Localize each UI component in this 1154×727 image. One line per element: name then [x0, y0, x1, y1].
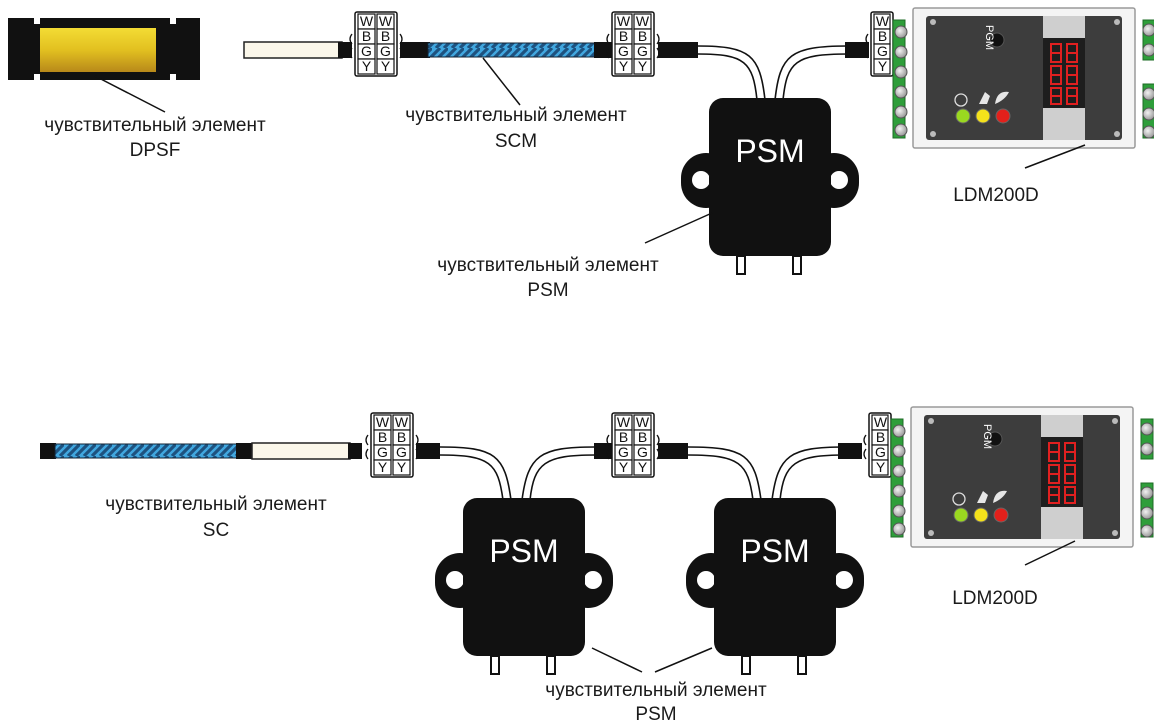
terminal-letter: W [617, 414, 631, 430]
terminal-letter: B [638, 429, 647, 445]
terminal-letter: Y [638, 58, 648, 74]
connector-plug [594, 42, 612, 58]
terminal-letter: W [876, 13, 890, 29]
connector-plug [400, 42, 430, 58]
connector-plug [40, 443, 56, 459]
psm-module-bottom-2: PSM [685, 497, 865, 675]
dpsf-label-line1: чувствительный элемент [44, 115, 266, 136]
terminal-letter: W [636, 414, 650, 430]
terminal-letter: W [617, 13, 631, 29]
terminal-letter: B [619, 429, 628, 445]
psm-label-line1: чувствительный элемент [437, 255, 659, 276]
dpsf-lead [243, 41, 343, 59]
connector-plug [658, 42, 698, 58]
pgm-label: PGM [981, 424, 993, 449]
scm-label-line2: SCM [495, 131, 537, 152]
terminal-letter: Y [619, 58, 629, 74]
ldm200d-label: LDM200D [953, 185, 1039, 206]
psm-module-label: PSM [740, 533, 809, 569]
connector-plug [338, 42, 352, 58]
terminal-letter: Y [619, 459, 629, 475]
terminal-letter: W [395, 414, 409, 430]
terminal-letter: B [378, 429, 387, 445]
connector-plug [416, 443, 440, 459]
connector-plug [236, 443, 252, 459]
terminal-letter: W [636, 13, 650, 29]
terminal-letter: B [878, 28, 887, 44]
connector-plug [658, 443, 688, 459]
terminal-letter: W [379, 13, 393, 29]
terminal-letter: W [376, 414, 390, 430]
terminal-letter: Y [381, 58, 391, 74]
terminal-letter: Y [397, 459, 407, 475]
terminal-letter: G [637, 444, 648, 460]
sc-lead [251, 442, 351, 460]
terminal-letter: Y [378, 459, 388, 475]
scm-cable [427, 42, 597, 58]
terminal-letter: B [619, 28, 628, 44]
pgm-label: PGM [983, 25, 995, 50]
connector-plug [348, 443, 362, 459]
bottom-row: PSM PSM PGM чувствительный элемент SC чу… [40, 406, 1154, 725]
psm-module-bottom-1: PSM [434, 497, 614, 675]
terminal-block-1 [349, 11, 403, 77]
psm-module-label: PSM [489, 533, 558, 569]
psm-module-top: PSM [680, 97, 860, 275]
terminal-letter: Y [362, 58, 372, 74]
sc-label-line1: чувствительный элемент [105, 494, 327, 515]
psm-label-line2: PSM [635, 704, 676, 725]
terminal-letter: G [377, 444, 388, 460]
terminal-letter: G [875, 444, 886, 460]
terminal-letter: G [396, 444, 407, 460]
ldm200d-controller-top: PGM [892, 7, 1154, 149]
ldm200d-label: LDM200D [952, 588, 1038, 609]
psm-label-line1: чувствительный элемент [545, 680, 767, 701]
dpsf-label-line2: DPSF [130, 140, 181, 161]
terminal-letter: W [360, 13, 374, 29]
terminal-block-2 [606, 11, 660, 77]
terminal-letter: W [874, 414, 888, 430]
terminal-letter: G [877, 43, 888, 59]
terminal-letter: Y [878, 58, 888, 74]
top-row: DPSF PSM PGM чувствительный элемент DPSF… [8, 7, 1154, 301]
terminal-block-5 [606, 412, 660, 478]
terminal-letter: B [876, 429, 885, 445]
terminal-block-4 [365, 412, 419, 478]
terminal-letter: G [618, 43, 629, 59]
dpsf-sensor: DPSF [8, 18, 226, 80]
terminal-letter: G [361, 43, 372, 59]
terminal-letter: G [637, 43, 648, 59]
psm-label-line2: PSM [527, 280, 568, 301]
terminal-letter: B [381, 28, 390, 44]
psm-lead-left [697, 45, 766, 101]
terminal-letter: G [380, 43, 391, 59]
ldm200d-controller-bottom: PGM [890, 406, 1154, 548]
sc-label-line2: SC [203, 520, 229, 541]
sc-cable [54, 443, 238, 459]
terminal-letter: B [638, 28, 647, 44]
psm-module-label: PSM [735, 133, 804, 169]
psm-lead-right [774, 45, 849, 101]
connector-plug [594, 443, 612, 459]
terminal-letter: B [397, 429, 406, 445]
dpsf-tag: DPSF [209, 22, 226, 62]
terminal-letter: Y [638, 459, 648, 475]
terminal-letter: G [618, 444, 629, 460]
connector-plug [845, 42, 869, 58]
scm-label-line1: чувствительный элемент [405, 105, 627, 126]
terminal-letter: Y [876, 459, 886, 475]
terminal-letter: B [362, 28, 371, 44]
connector-plug [838, 443, 862, 459]
